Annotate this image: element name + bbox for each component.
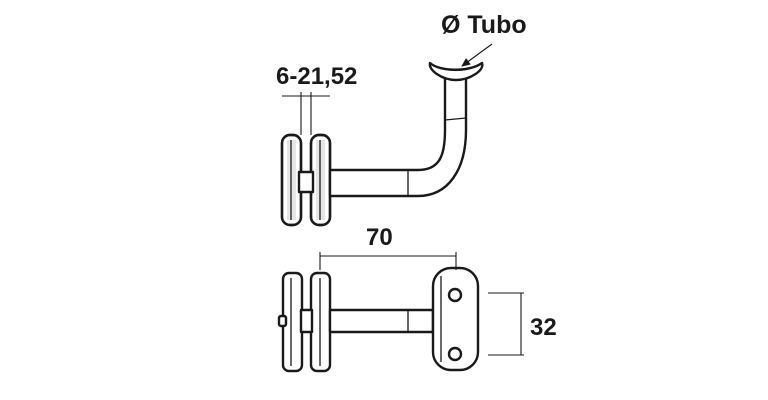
- plate-height-dimension: 32: [488, 292, 557, 356]
- side-view: Ø Tubo 6-21,52: [276, 11, 527, 227]
- tube-saddle: [428, 61, 484, 82]
- plan-bolt: [299, 308, 314, 334]
- mounting-plate: [431, 266, 480, 372]
- top-view: 70 32: [277, 224, 557, 373]
- plan-disc-left: [277, 271, 304, 373]
- plate-height-label: 32: [530, 314, 557, 341]
- arm-length-label: 70: [366, 224, 393, 251]
- glass-thickness-label: 6-21,52: [276, 63, 357, 90]
- plan-arm: [328, 308, 435, 334]
- plan-disc-right: [309, 271, 332, 373]
- glass-thickness-dimension: 6-21,52: [276, 63, 357, 135]
- plate-hole-bottom: [447, 346, 463, 362]
- tube-diameter-leader: [461, 43, 493, 67]
- bracket-arm: [328, 76, 468, 198]
- arm-length-dimension: 70: [319, 224, 457, 270]
- clamp-bolt: [297, 170, 315, 194]
- tube-diameter-label: Ø Tubo: [441, 11, 527, 39]
- plate-hole-top: [447, 287, 463, 303]
